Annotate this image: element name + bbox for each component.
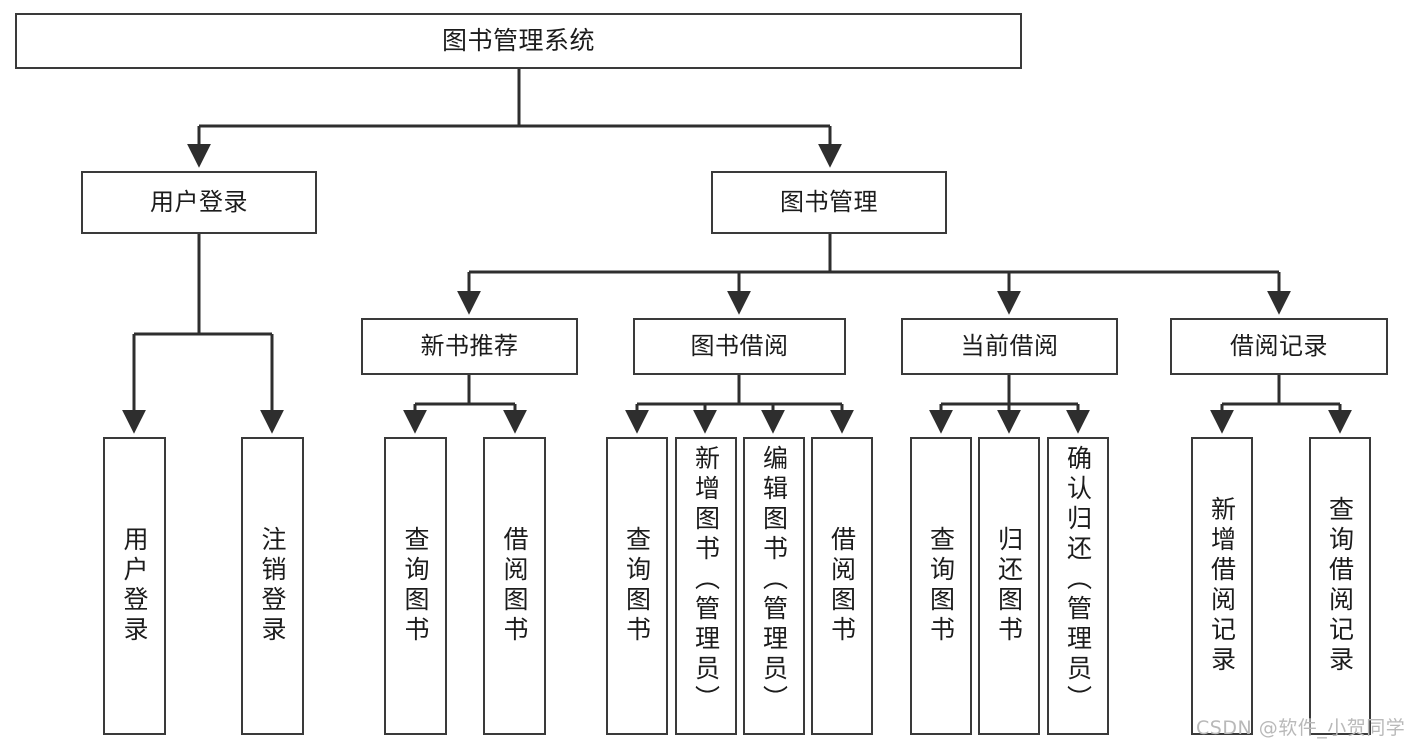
node-current-borrow[interactable]: 当前借阅	[901, 318, 1118, 375]
node-label: 查询借阅记录	[1325, 496, 1355, 676]
node-borrow-record[interactable]: 借阅记录	[1170, 318, 1388, 375]
node-label: 归还图书	[994, 526, 1024, 646]
node-label: 借阅记录	[1230, 331, 1328, 360]
leaf-query-book-recommend[interactable]: 查询图书	[384, 437, 447, 735]
node-new-book-recommend[interactable]: 新书推荐	[361, 318, 578, 375]
node-book-management[interactable]: 图书管理	[711, 171, 947, 234]
node-label: 查询图书	[622, 526, 652, 646]
leaf-logout-login[interactable]: 注销登录	[241, 437, 304, 735]
csdn-watermark: CSDN @软件_小贺同学	[1196, 717, 1405, 739]
node-label: 用户登录	[120, 526, 149, 646]
leaf-query-book-current[interactable]: 查询图书	[910, 437, 972, 735]
leaf-add-borrow-record[interactable]: 新增借阅记录	[1191, 437, 1253, 735]
node-label: 查询图书	[401, 526, 430, 646]
node-label: 确认归还（管理员）	[1063, 445, 1093, 715]
node-label: 借阅图书	[500, 526, 529, 646]
node-label: 新书推荐	[420, 331, 519, 360]
leaf-edit-book-admin[interactable]: 编辑图书（管理员）	[743, 437, 805, 735]
leaf-user-login[interactable]: 用户登录	[103, 437, 166, 735]
node-user-login[interactable]: 用户登录	[81, 171, 317, 234]
leaf-borrow-book-recommend[interactable]: 借阅图书	[483, 437, 546, 735]
node-label: 当前借阅	[960, 331, 1059, 360]
node-label: 用户登录	[150, 187, 248, 216]
node-label: 注销登录	[258, 526, 287, 646]
leaf-query-borrow-record[interactable]: 查询借阅记录	[1309, 437, 1371, 735]
leaf-query-book-borrow[interactable]: 查询图书	[606, 437, 668, 735]
node-label: 编辑图书（管理员）	[759, 445, 789, 715]
leaf-return-book[interactable]: 归还图书	[978, 437, 1040, 735]
node-book-borrow[interactable]: 图书借阅	[633, 318, 846, 375]
node-label: 查询图书	[926, 526, 956, 646]
node-label: 图书管理	[780, 187, 878, 216]
leaf-confirm-return-admin[interactable]: 确认归还（管理员）	[1047, 437, 1109, 735]
node-label: 借阅图书	[827, 526, 857, 646]
leaf-add-book-admin[interactable]: 新增图书（管理员）	[675, 437, 737, 735]
leaf-borrow-book-borrow[interactable]: 借阅图书	[811, 437, 873, 735]
node-root-book-management-system[interactable]: 图书管理系统	[15, 13, 1022, 69]
node-label: 图书管理系统	[441, 25, 595, 55]
node-label: 新增图书（管理员）	[691, 445, 721, 715]
node-label: 新增借阅记录	[1207, 496, 1237, 676]
node-label: 图书借阅	[690, 331, 789, 360]
